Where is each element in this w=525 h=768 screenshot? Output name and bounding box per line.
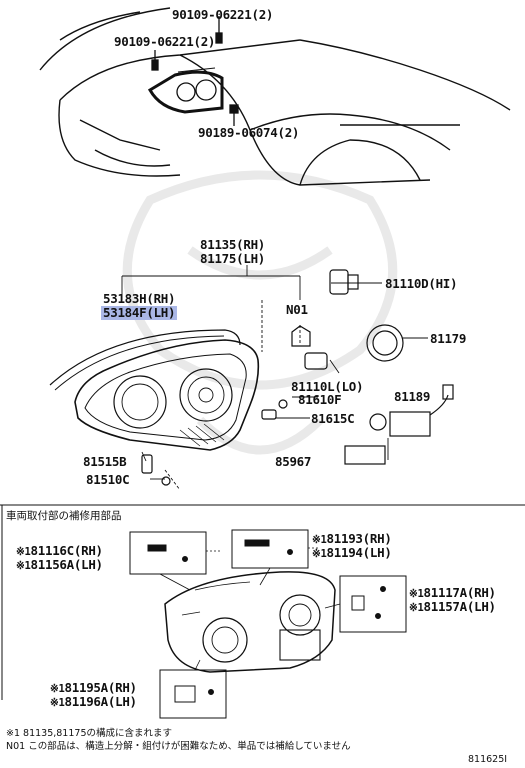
part-label-unit-rh[interactable]: 81135(RH)	[200, 237, 266, 252]
part-label-socket-small[interactable]: 81510C	[86, 472, 130, 487]
part-label-screw-1[interactable]: 90109-06221(2)	[172, 7, 274, 22]
part-label-bulb-hi[interactable]: 81110D(HI)	[385, 276, 458, 291]
mark-4: ※1	[312, 548, 327, 560]
part-label-gasket-lh[interactable]: 53184F(LH)	[101, 305, 178, 320]
part-label-nut[interactable]: 90189-06074(2)	[198, 125, 300, 140]
note-2: N01 この部品は、構造上分解・組付けが困難なため、単品では補給していません	[6, 741, 351, 752]
mark-6: ※1	[409, 602, 424, 614]
part-label-bracket-195-rh[interactable]: 81195A(RH)	[64, 680, 138, 695]
car-front-illustration	[39, 7, 511, 186]
mark-7: ※1	[50, 683, 65, 695]
note-1: ※1 81135,81175の構成に含まれます	[6, 728, 172, 739]
figure-id: 811625I	[468, 754, 508, 765]
part-label-socket-c[interactable]: 81615C	[311, 411, 355, 426]
headlamp-rear-view	[164, 571, 336, 673]
part-label-ballast-ctrl[interactable]: 81189	[394, 389, 431, 404]
part-label-socket-side[interactable]: 81610F	[298, 392, 342, 407]
part-label-ballast[interactable]: 85967	[275, 454, 312, 469]
leader-lines	[121, 265, 428, 491]
part-label-gasket-rh[interactable]: 53183H(RH)	[103, 291, 176, 306]
part-label-unit-lh[interactable]: 81175(LH)	[200, 251, 266, 266]
section-title: 車両取付部の補修用部品	[6, 510, 122, 522]
mark-8: ※1	[50, 697, 65, 709]
part-label-bracket-157-lh[interactable]: 81157A(LH)	[423, 599, 497, 614]
mark-1: ※1	[16, 546, 31, 558]
mark-5: ※1	[409, 588, 424, 600]
mark-2: ※1	[16, 560, 31, 572]
part-label-bulb-lo[interactable]: 81110L(LO)	[291, 379, 364, 394]
detail-leaders	[159, 547, 341, 671]
part-label-bracket-c-rh[interactable]: 81116C(RH)	[30, 543, 104, 558]
headlamp-assembly	[49, 329, 260, 451]
part-label-bracket-194-lh[interactable]: 81194(LH)	[326, 545, 392, 560]
part-label-bracket-196-lh[interactable]: 81196A(LH)	[64, 694, 138, 709]
part-label-bracket-a-lh[interactable]: 81156A(LH)	[30, 557, 104, 572]
detail-parts	[147, 539, 386, 703]
top-fasteners	[151, 16, 239, 126]
part-label-bracket-193-rh[interactable]: 81193(RH)	[326, 531, 392, 546]
part-label-n01[interactable]: N01	[286, 302, 308, 317]
mark-3: ※1	[312, 534, 327, 546]
components	[141, 269, 454, 486]
part-label-screw-2[interactable]: 90109-06221(2)	[114, 34, 216, 49]
part-label-bracket-117-rh[interactable]: 81117A(RH)	[423, 585, 497, 600]
part-label-cover[interactable]: 81179	[430, 331, 467, 346]
headlamp-on-car	[147, 67, 224, 114]
part-label-bulb-b[interactable]: 81515B	[83, 454, 127, 469]
